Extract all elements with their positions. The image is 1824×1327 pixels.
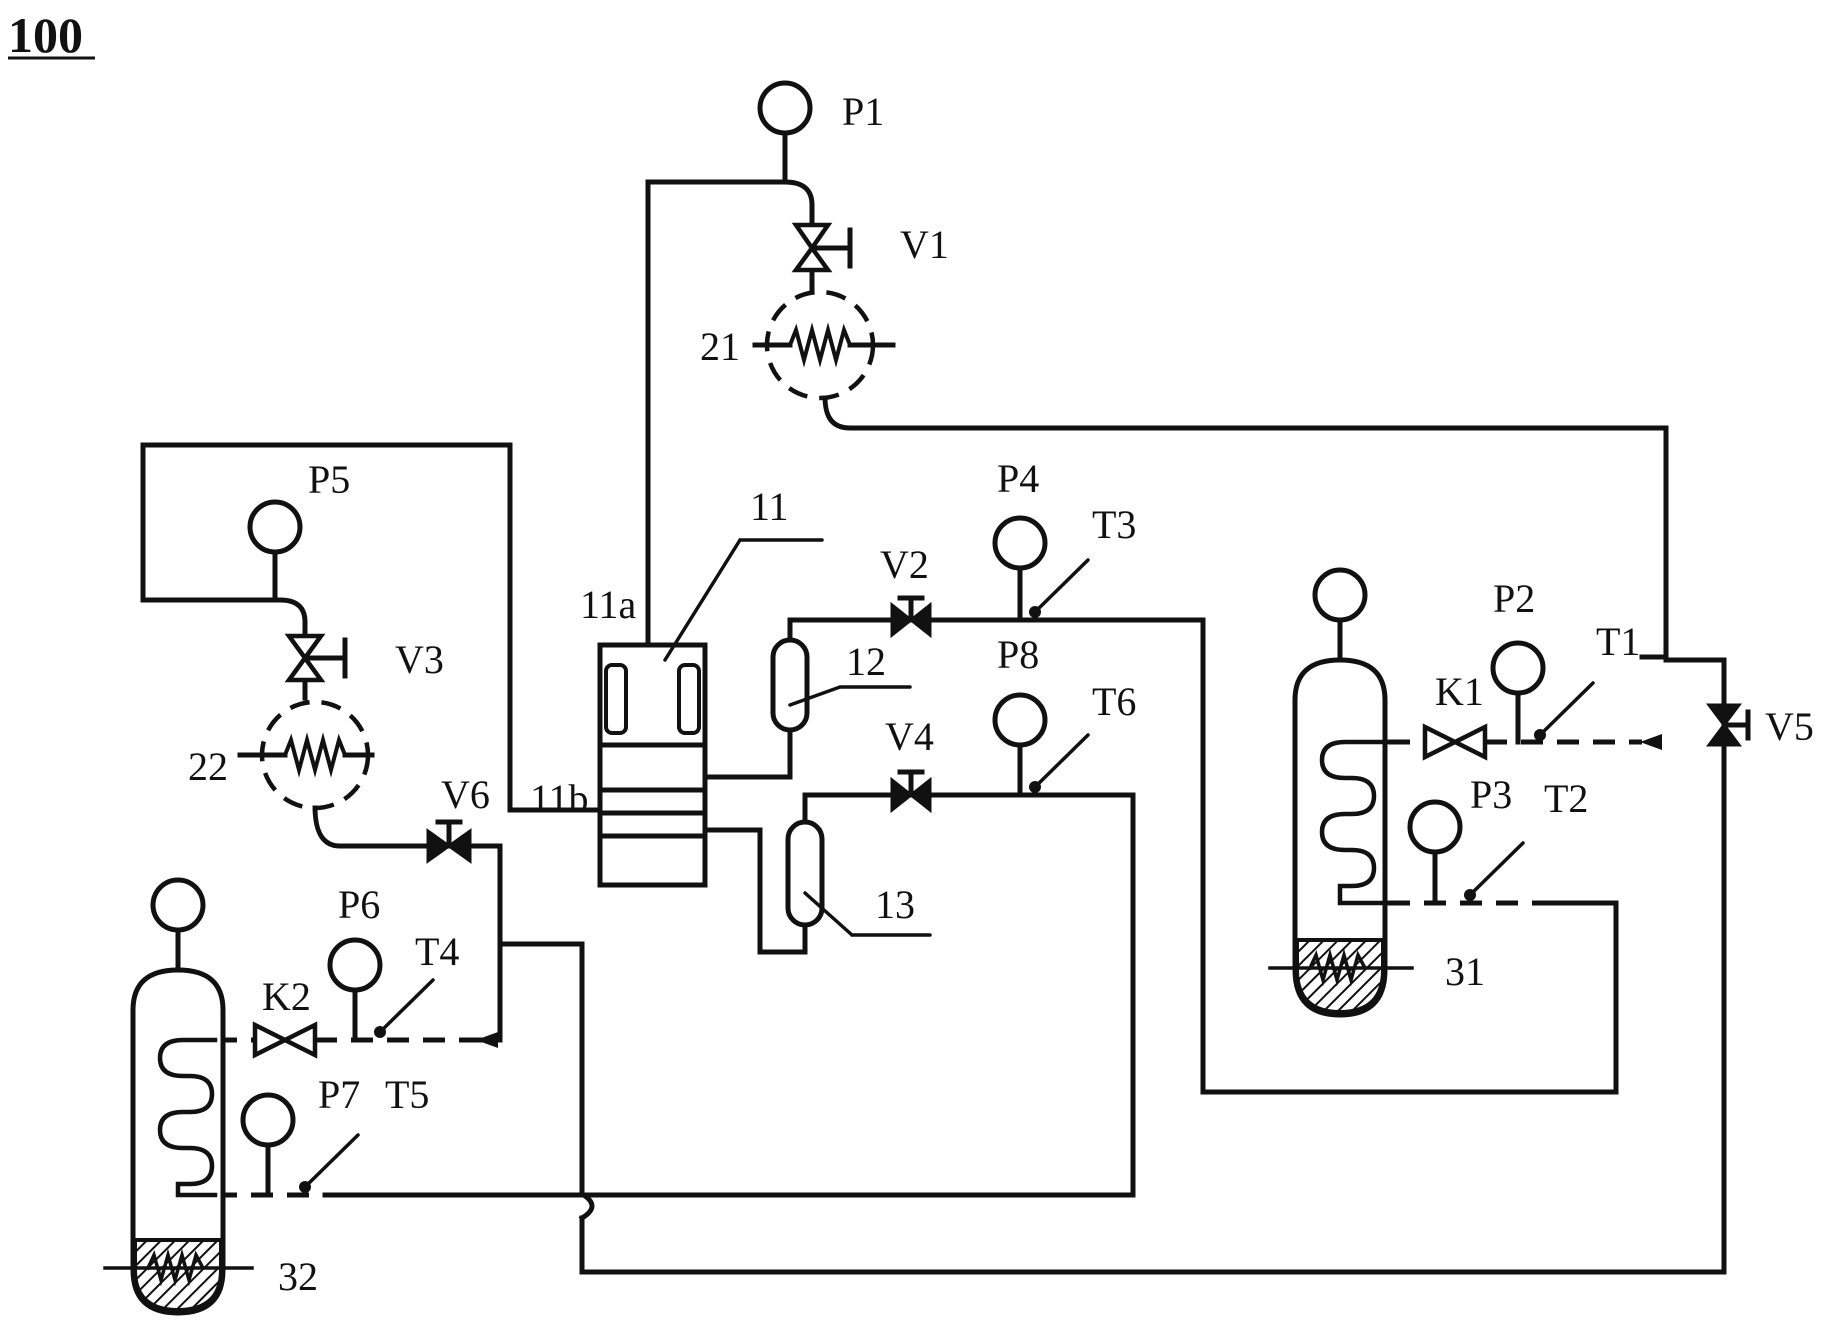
label-21: 21 bbox=[700, 324, 740, 369]
vessel-32 bbox=[103, 967, 254, 1316]
pipe-21-to-t1 bbox=[822, 395, 1669, 660]
label-t4: T4 bbox=[415, 929, 459, 974]
component-13 bbox=[785, 819, 932, 937]
gauge-31 bbox=[1312, 567, 1368, 623]
pipe-12-to-v2 bbox=[787, 617, 895, 643]
label-v3: V3 bbox=[395, 637, 444, 682]
label-31: 31 bbox=[1445, 949, 1485, 994]
component-11 bbox=[597, 538, 824, 888]
label-v6: V6 bbox=[441, 772, 490, 817]
valve-v5 bbox=[1706, 703, 1751, 747]
label-32: 32 bbox=[278, 1254, 318, 1299]
label-p6: P6 bbox=[338, 882, 380, 927]
label-22: 22 bbox=[188, 744, 228, 789]
label-t2: T2 bbox=[1544, 776, 1588, 821]
label-v4: V4 bbox=[885, 714, 934, 759]
pipe-crossover bbox=[578, 1190, 595, 1222]
gauge-p3 bbox=[1407, 799, 1463, 855]
valve-k2 bbox=[252, 1021, 318, 1059]
pipe-22-to-v6 bbox=[312, 805, 431, 849]
valves bbox=[252, 222, 1751, 1059]
flow-arrows bbox=[476, 734, 1662, 1048]
vessel-31 bbox=[1268, 657, 1414, 1018]
label-11b: 11b bbox=[530, 776, 589, 821]
pipe-v6-to-t4 bbox=[467, 843, 503, 1043]
labels: P1 V1 21 P5 V3 22 V6 11 11a 11b 12 13 V2… bbox=[188, 89, 1814, 1299]
label-p1: P1 bbox=[842, 89, 884, 134]
arrow-t1 bbox=[1640, 734, 1662, 750]
pipe-v2-to-t2 bbox=[927, 617, 1619, 1095]
pipe-to-v6-loop bbox=[497, 941, 585, 1197]
label-v2: V2 bbox=[880, 542, 929, 587]
pipe-to-v5 bbox=[1663, 654, 1727, 708]
heat-exchanger-22 bbox=[237, 699, 375, 811]
label-p3: P3 bbox=[1470, 772, 1512, 817]
pipe-11-to-12 bbox=[702, 727, 793, 780]
valve-v2 bbox=[890, 595, 932, 639]
label-12: 12 bbox=[846, 639, 886, 684]
gauges bbox=[150, 80, 1546, 1198]
label-11: 11 bbox=[750, 484, 789, 529]
arrow-t4 bbox=[476, 1032, 498, 1048]
label-t3: T3 bbox=[1092, 502, 1136, 547]
label-p7: P7 bbox=[318, 1072, 360, 1117]
label-p5: P5 bbox=[308, 457, 350, 502]
gauge-p1 bbox=[757, 80, 813, 136]
valve-v3 bbox=[284, 633, 348, 683]
heat-exchanger-21 bbox=[752, 289, 896, 401]
gauge-p7 bbox=[240, 1092, 296, 1148]
pipe-11b-to-v3 bbox=[140, 442, 513, 813]
gauge-p8 bbox=[992, 692, 1048, 748]
label-v5: V5 bbox=[1765, 704, 1814, 749]
label-13: 13 bbox=[875, 882, 915, 927]
valve-v4 bbox=[890, 769, 932, 814]
label-11a: 11a bbox=[580, 582, 637, 627]
label-p4: P4 bbox=[997, 456, 1039, 501]
gauge-p6 bbox=[327, 937, 383, 993]
valve-v6 bbox=[426, 819, 472, 864]
gauge-p2 bbox=[1490, 640, 1546, 696]
pipe-v5-return bbox=[579, 742, 1727, 1275]
valve-v1 bbox=[791, 222, 853, 273]
label-p2: P2 bbox=[1493, 576, 1535, 621]
label-k1: K1 bbox=[1435, 669, 1484, 714]
label-p8: P8 bbox=[997, 632, 1039, 677]
temperature-sensors bbox=[299, 558, 1595, 1193]
pipe-11a-to-v1 bbox=[645, 179, 815, 648]
label-k2: K2 bbox=[262, 974, 311, 1019]
valve-k1 bbox=[1422, 723, 1488, 761]
component-12 bbox=[770, 637, 912, 733]
gauge-32 bbox=[150, 877, 206, 933]
label-v1: V1 bbox=[900, 222, 949, 267]
piping bbox=[140, 179, 1727, 1275]
pipe-v4-to-t5 bbox=[322, 792, 1136, 1198]
pipe-11-to-13 bbox=[702, 827, 808, 955]
gauge-p5 bbox=[247, 499, 303, 555]
label-t1: T1 bbox=[1596, 619, 1640, 664]
label-t6: T6 bbox=[1092, 679, 1136, 724]
gauge-p4 bbox=[992, 515, 1048, 571]
pipe-13-to-v4 bbox=[802, 792, 895, 825]
figure-number: 100 bbox=[8, 7, 83, 63]
label-t5: T5 bbox=[385, 1072, 429, 1117]
